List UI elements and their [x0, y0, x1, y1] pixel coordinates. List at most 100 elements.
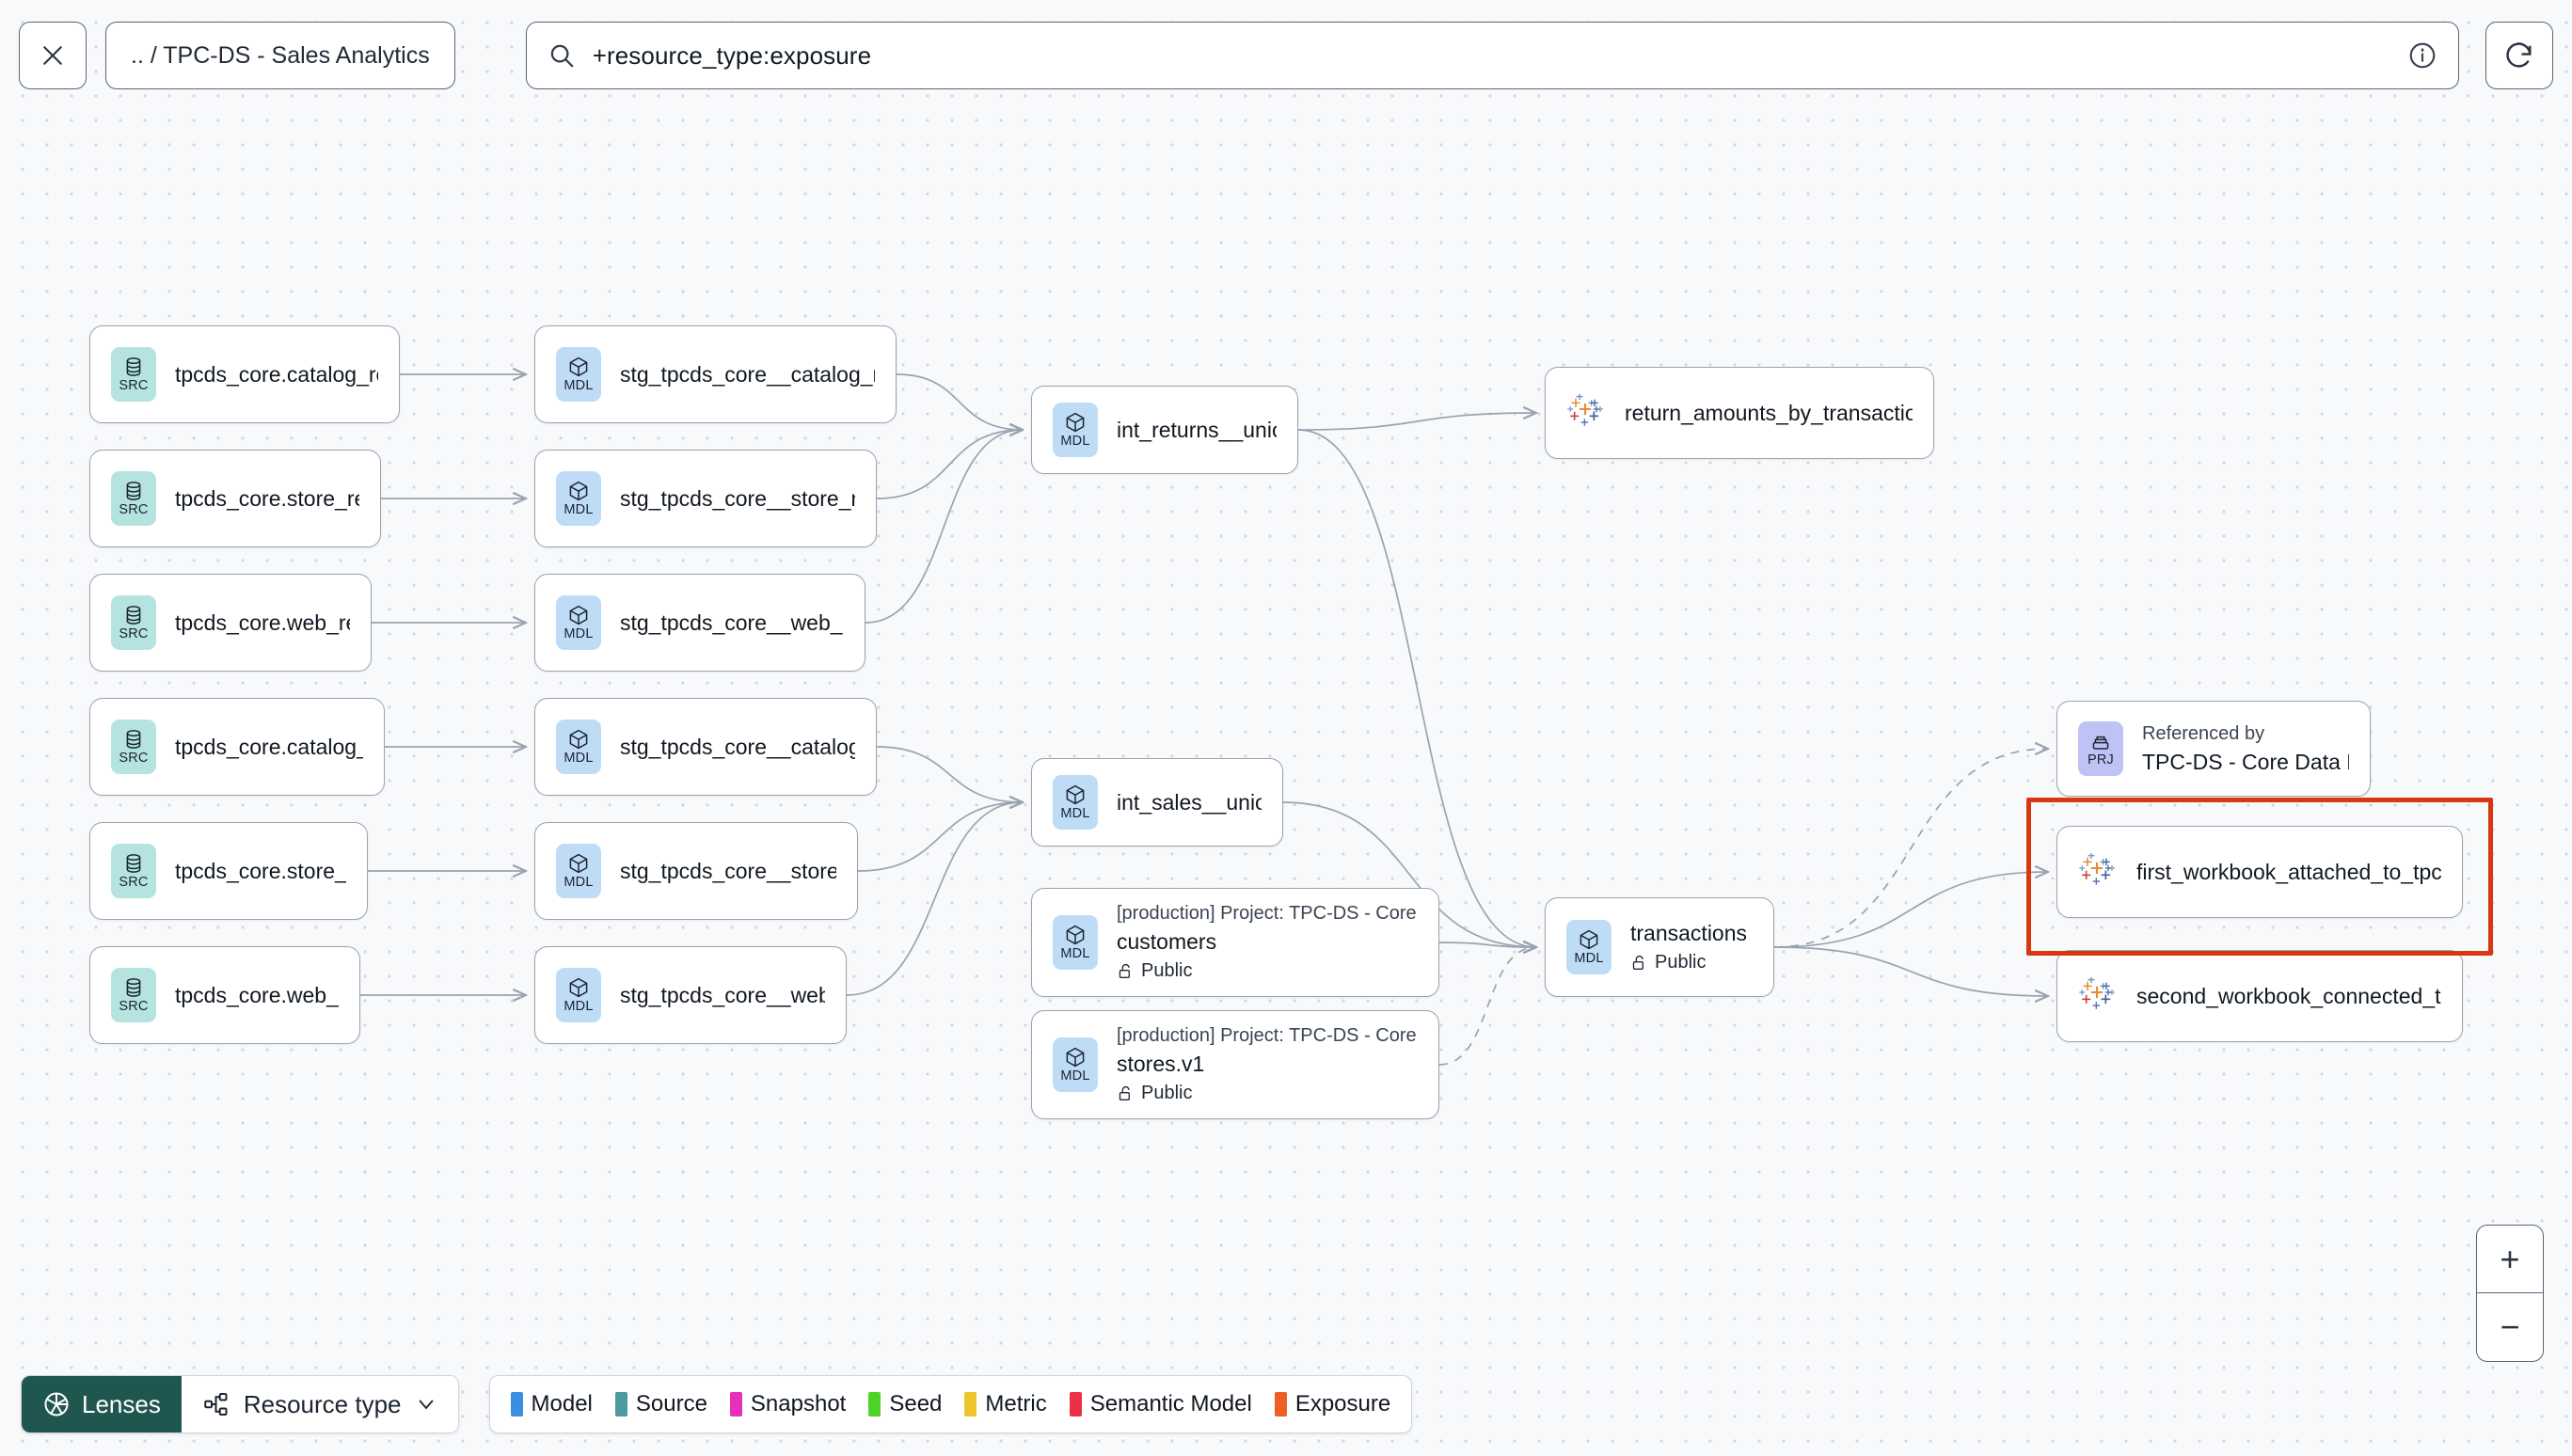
cube-icon	[569, 605, 588, 625]
node-body: stg_tpcds_core__store_sales	[620, 859, 836, 884]
graph-node-return_amounts[interactable]: return_amounts_by_transaction_type	[1545, 367, 1934, 459]
node-title: customers	[1117, 929, 1217, 954]
graph-node-src_catalog_returns[interactable]: SRC tpcds_core.catalog_returns	[89, 325, 400, 423]
node-subtitle: [production] Project: TPC-DS - Core Data…	[1117, 903, 1418, 924]
graph-node-src_web_sales[interactable]: SRC tpcds_core.web_sales	[89, 946, 360, 1044]
node-type-badge-label: SRC	[119, 502, 149, 518]
node-title: first_workbook_attached_to_tpc-ds_-_…	[2136, 859, 2441, 884]
lenses-button[interactable]: Lenses	[22, 1376, 182, 1432]
resource-type-label: Resource type	[243, 1389, 402, 1418]
node-type-badge-label: SRC	[119, 999, 149, 1015]
graph-node-second_workbook[interactable]: second_workbook_connected_to_live…	[2056, 950, 2463, 1042]
resource-type-dropdown[interactable]: Resource type	[181, 1376, 458, 1432]
node-title: int_returns__unioned	[1117, 417, 1277, 442]
node-body: stg_tpcds_core__store_returns	[620, 486, 855, 512]
legend-swatch	[614, 1392, 627, 1416]
legend-item-exposure[interactable]: Exposure	[1274, 1391, 1391, 1417]
node-subtitle: [production] Project: TPC-DS - Core Data…	[1117, 1025, 1418, 1046]
legend-swatch	[729, 1392, 742, 1416]
legend-swatch	[1274, 1392, 1287, 1416]
node-type-badge-label: MDL	[564, 875, 594, 891]
node-body: return_amounts_by_transaction_type	[1625, 401, 1913, 426]
lens-group: Lenses Resource type	[21, 1375, 459, 1433]
close-button[interactable]	[19, 22, 87, 89]
graph-edge-transactions-to-first_workbook	[1773, 872, 2048, 948]
legend-item-model[interactable]: Model	[510, 1391, 593, 1417]
legend-item-metric[interactable]: Metric	[964, 1391, 1047, 1417]
graph-node-src_store_returns[interactable]: SRC tpcds_core.store_returns	[89, 450, 381, 547]
graph-edge-stg_catalog_sales-to-int_sales_unioned	[876, 746, 1023, 802]
graph-node-stores_v1[interactable]: MDL[production] Project: TPC-DS - Core D…	[1031, 1010, 1439, 1119]
graph-node-src_store_sales[interactable]: SRC tpcds_core.store_sales	[89, 822, 368, 920]
graph-node-stg_store_sales[interactable]: MDL stg_tpcds_core__store_sales	[534, 822, 858, 920]
node-visibility-label: Public	[1141, 1083, 1193, 1103]
breadcrumb[interactable]: .. / TPC-DS - Sales Analytics	[105, 22, 455, 89]
legend-label: Exposure	[1294, 1391, 1391, 1416]
node-body: stg_tpcds_core__catalog_sales	[620, 735, 855, 760]
node-title: stores.v1	[1117, 1052, 1205, 1076]
graph-edge-stg_web_sales-to-int_sales_unioned	[846, 802, 1023, 996]
node-title: int_sales__unioned	[1117, 789, 1262, 815]
zoom-in-button[interactable]: +	[2477, 1226, 2543, 1293]
graph-edge-customers-to-transactions	[1438, 942, 1536, 947]
node-type-badge-src: SRC	[111, 844, 156, 898]
legend-label: Model	[531, 1391, 593, 1416]
node-type-badge-label: MDL	[564, 751, 594, 767]
refresh-button[interactable]	[2485, 22, 2553, 89]
node-title: tpcds_core.catalog_returns	[175, 361, 378, 387]
lenses-label: Lenses	[82, 1389, 161, 1418]
node-type-badge-label: MDL	[1574, 951, 1604, 967]
node-body: [production] Project: TPC-DS - Core Data…	[1117, 903, 1418, 982]
node-title: stg_tpcds_core__store_returns	[620, 485, 855, 511]
node-body: tpcds_core.store_returns	[175, 486, 359, 512]
node-type-badge-src: SRC	[111, 471, 156, 526]
node-title: stg_tpcds_core__catalog_sales	[620, 734, 855, 759]
node-type-badge-label: SRC	[119, 626, 149, 642]
node-type-badge-mdl: MDL	[556, 347, 601, 402]
bottom-toolbar: Lenses Resource type Model Source Snapshot	[21, 1375, 1413, 1433]
node-body: tpcds_core.web_sales	[175, 983, 339, 1008]
legend-item-source[interactable]: Source	[614, 1391, 707, 1417]
node-title: tpcds_core.store_sales	[175, 858, 346, 883]
legend-item-snapshot[interactable]: Snapshot	[729, 1391, 847, 1417]
graph-node-first_workbook[interactable]: first_workbook_attached_to_tpc-ds_-_…	[2056, 826, 2463, 918]
graph-node-customers[interactable]: MDL [production] Project: TPC-DS - Core D…	[1031, 888, 1439, 997]
graph-node-int_returns_unioned[interactable]: MDL int_returns__unioned	[1031, 386, 1298, 474]
node-body: int_returns__unioned	[1117, 418, 1277, 443]
legend-item-seed[interactable]: Seed	[868, 1391, 942, 1417]
legend-label: Snapshot	[750, 1391, 847, 1416]
zoom-out-button[interactable]: −	[2500, 1307, 2520, 1346]
node-type-badge-mdl: MDL	[556, 968, 601, 1022]
search-bar[interactable]: +resource_type:exposure	[525, 22, 2459, 89]
graph-node-stg_catalog_sales[interactable]: MDL stg_tpcds_core__catalog_sales	[534, 698, 877, 796]
node-type-badge-mdl: MDL	[556, 720, 601, 774]
cube-icon	[569, 977, 588, 998]
graph-canvas[interactable]: SRCtpcds_core.catalog_returnsSRCtpcds_co…	[0, 111, 2572, 1456]
node-type-badge-src: SRC	[111, 595, 156, 650]
node-body: tpcds_core.catalog_sales	[175, 735, 363, 760]
node-type-badge-src: SRC	[111, 347, 156, 402]
node-type-badge-mdl: MDL	[1053, 403, 1098, 457]
node-type-badge-mdl: MDL	[1053, 915, 1098, 970]
legend-item-semantic-model[interactable]: Semantic Model	[1069, 1391, 1252, 1417]
search-input[interactable]: +resource_type:exposure	[592, 40, 872, 70]
node-visibility: Public	[1630, 952, 1747, 973]
graph-edge-stg_catalog_returns-to-int_returns_unioned	[896, 373, 1023, 430]
legend-label: Semantic Model	[1089, 1391, 1252, 1416]
cube-icon	[1580, 929, 1598, 950]
cube-icon	[1066, 784, 1085, 805]
node-title: transactions	[1630, 921, 1748, 945]
info-icon[interactable]	[2407, 40, 2437, 71]
legend-swatch	[964, 1392, 977, 1416]
node-body: tpcds_core.store_sales	[175, 859, 346, 884]
